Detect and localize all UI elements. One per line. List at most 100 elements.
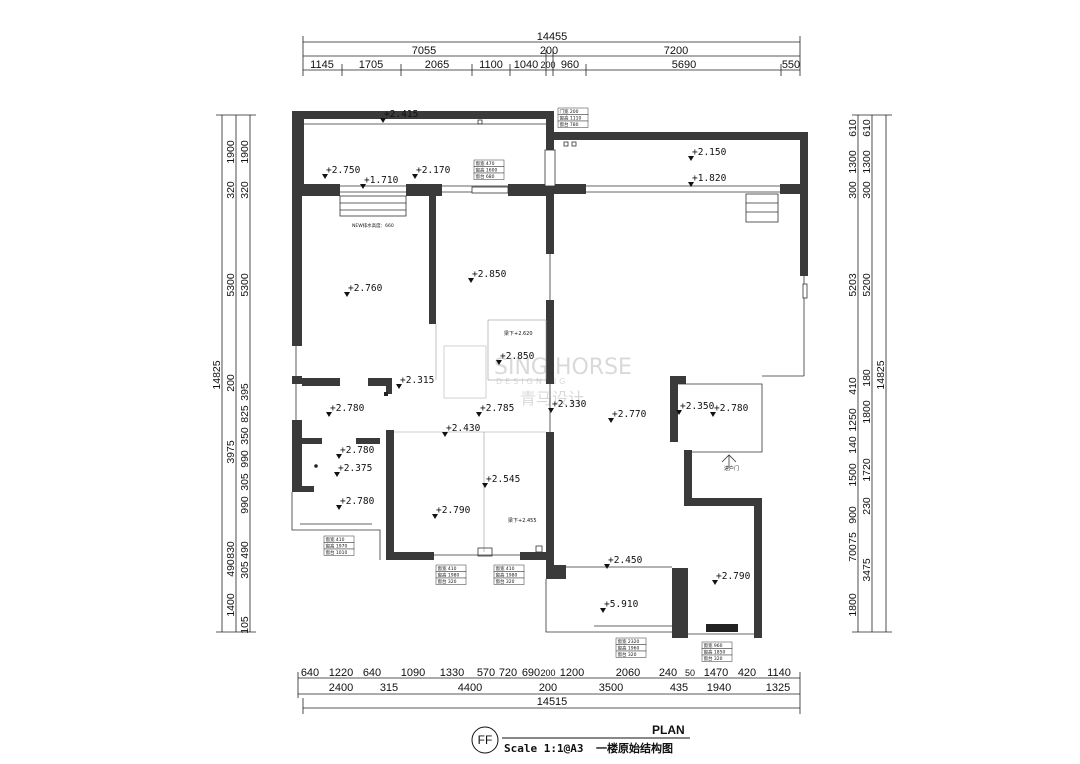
- left-dim: 5300: [239, 273, 251, 297]
- bottom-dim: 435: [670, 682, 688, 694]
- left-dim: 5300: [225, 273, 237, 297]
- elevation-marker: +2.780: [326, 403, 365, 417]
- elevation-triangle-icon: [476, 412, 482, 417]
- elevation-triangle-icon: [710, 412, 716, 417]
- right-dim: 1250: [847, 408, 859, 432]
- elevation-marker: +2.330: [548, 399, 587, 413]
- wall: [546, 184, 554, 254]
- elevation-triangle-icon: [604, 564, 610, 569]
- bottom-dim: 420: [738, 667, 756, 679]
- top-dim: 5690: [672, 59, 696, 71]
- bottom-dim: 640: [363, 667, 381, 679]
- wall: [292, 184, 340, 196]
- right-dim: 3475: [861, 558, 873, 582]
- elevation-triangle-icon: [482, 483, 488, 488]
- wall: [554, 132, 808, 140]
- elevation-marker: +2.760: [344, 283, 383, 297]
- wall: [386, 430, 394, 560]
- elevation-marker: +1.820: [688, 173, 727, 187]
- window-tag-row: 窗台 320: [438, 578, 457, 585]
- elevation-triangle-icon: [600, 608, 606, 613]
- left-dim: 490: [239, 541, 251, 559]
- top-dim: 960: [561, 59, 579, 71]
- wall: [554, 184, 586, 194]
- left-dim: 490: [225, 559, 237, 577]
- elevation-value: +2.375: [338, 463, 372, 474]
- wall: [292, 420, 302, 486]
- left-dim: 320: [239, 181, 251, 199]
- right-dim: 1800: [847, 593, 859, 617]
- bottom-dim: 3500: [599, 682, 623, 694]
- small-labels: 梁下+2.620 梁下+2.455 进户门 NEW排水高度：660: [352, 222, 739, 524]
- elevation-value: +2.780: [340, 496, 375, 507]
- elevation-marker: +2.315: [396, 375, 434, 389]
- bottom-dim: 1940: [707, 682, 731, 694]
- left-dim: 990: [239, 450, 251, 468]
- elevation-value: +1.820: [692, 173, 727, 184]
- elevation-triangle-icon: [326, 412, 332, 417]
- watermark-cn: 青马设计: [520, 389, 584, 408]
- bottom-dim: 2060: [616, 667, 640, 679]
- wall: [800, 132, 808, 194]
- elevation-value: +5.910: [604, 599, 639, 610]
- wall: [302, 438, 322, 444]
- elevation-marker: +2.545: [482, 474, 520, 488]
- elevation-value: +2.750: [326, 165, 361, 176]
- right-dim: 1300: [861, 150, 873, 174]
- elevation-marker: +2.450: [604, 555, 643, 569]
- scale-label: Scale 1:1@A3: [504, 742, 583, 755]
- top-dim: 1145: [310, 59, 334, 71]
- elevation-marker: +2.375: [334, 463, 372, 477]
- left-dim: 3975: [225, 440, 237, 464]
- bottom-dim: 315: [380, 682, 398, 694]
- window-tag-row: 窗台 1010: [326, 549, 348, 556]
- bottom-dim: 200: [540, 668, 555, 678]
- window-tag-row: 窗宽 410: [326, 536, 345, 543]
- elevation-triangle-icon: [608, 418, 614, 423]
- right-dim: 1720: [861, 458, 873, 482]
- top-dim: 1705: [359, 59, 383, 71]
- wall: [292, 486, 314, 492]
- elevation-triangle-icon: [336, 454, 342, 459]
- window-tag-row: 窗高 1600: [476, 167, 498, 174]
- wall: [356, 438, 380, 444]
- right-dim: 230: [861, 497, 873, 515]
- bottom-dim: 690: [522, 667, 540, 679]
- right-overall-dim: 14825: [875, 360, 887, 389]
- elevation-marker: +2.780: [336, 445, 375, 459]
- wall: [684, 498, 762, 506]
- beam-label: 梁下+2.455: [508, 517, 537, 524]
- elevation-triangle-icon: [380, 118, 386, 123]
- wall: [780, 184, 808, 194]
- top-dim: 7055: [412, 45, 436, 57]
- elevation-marker: +2.430: [442, 423, 481, 437]
- wall: [386, 552, 434, 560]
- right-dim: 900: [847, 506, 859, 524]
- wall: [292, 111, 554, 119]
- elevation-triangle-icon: [334, 472, 340, 477]
- elevation-value: +2.850: [472, 269, 507, 280]
- window-tag-row: 窗宽 960: [704, 642, 723, 649]
- entry-label: 进户门: [724, 465, 739, 472]
- window-tag-row: 窗高 1110: [560, 115, 582, 122]
- bottom-dim: 1140: [767, 667, 791, 679]
- window-tag-row: 门宽 200: [560, 108, 579, 115]
- elevation-value: +2.170: [416, 165, 451, 176]
- elevation-triangle-icon: [468, 278, 474, 283]
- window-tag-row: 窗台 320: [704, 655, 723, 662]
- beam-label: 梁下+2.620: [504, 330, 533, 337]
- elevation-marker: +2.780: [710, 403, 749, 417]
- top-dim: 550: [782, 59, 800, 71]
- bottom-dim: 2400: [329, 682, 353, 694]
- window-tag-row: 窗宽 410: [438, 565, 457, 572]
- watermark-line1: SING HORSE: [494, 355, 632, 380]
- elevation-marker: +2.790: [712, 571, 751, 585]
- elevation-marker: +2.790: [432, 505, 471, 519]
- elevation-triangle-icon: [322, 174, 328, 179]
- wall: [292, 376, 302, 384]
- wall: [670, 376, 686, 384]
- top-dim: 200: [540, 45, 558, 57]
- elevation-triangle-icon: [360, 184, 366, 189]
- bottom-dim: 720: [499, 667, 517, 679]
